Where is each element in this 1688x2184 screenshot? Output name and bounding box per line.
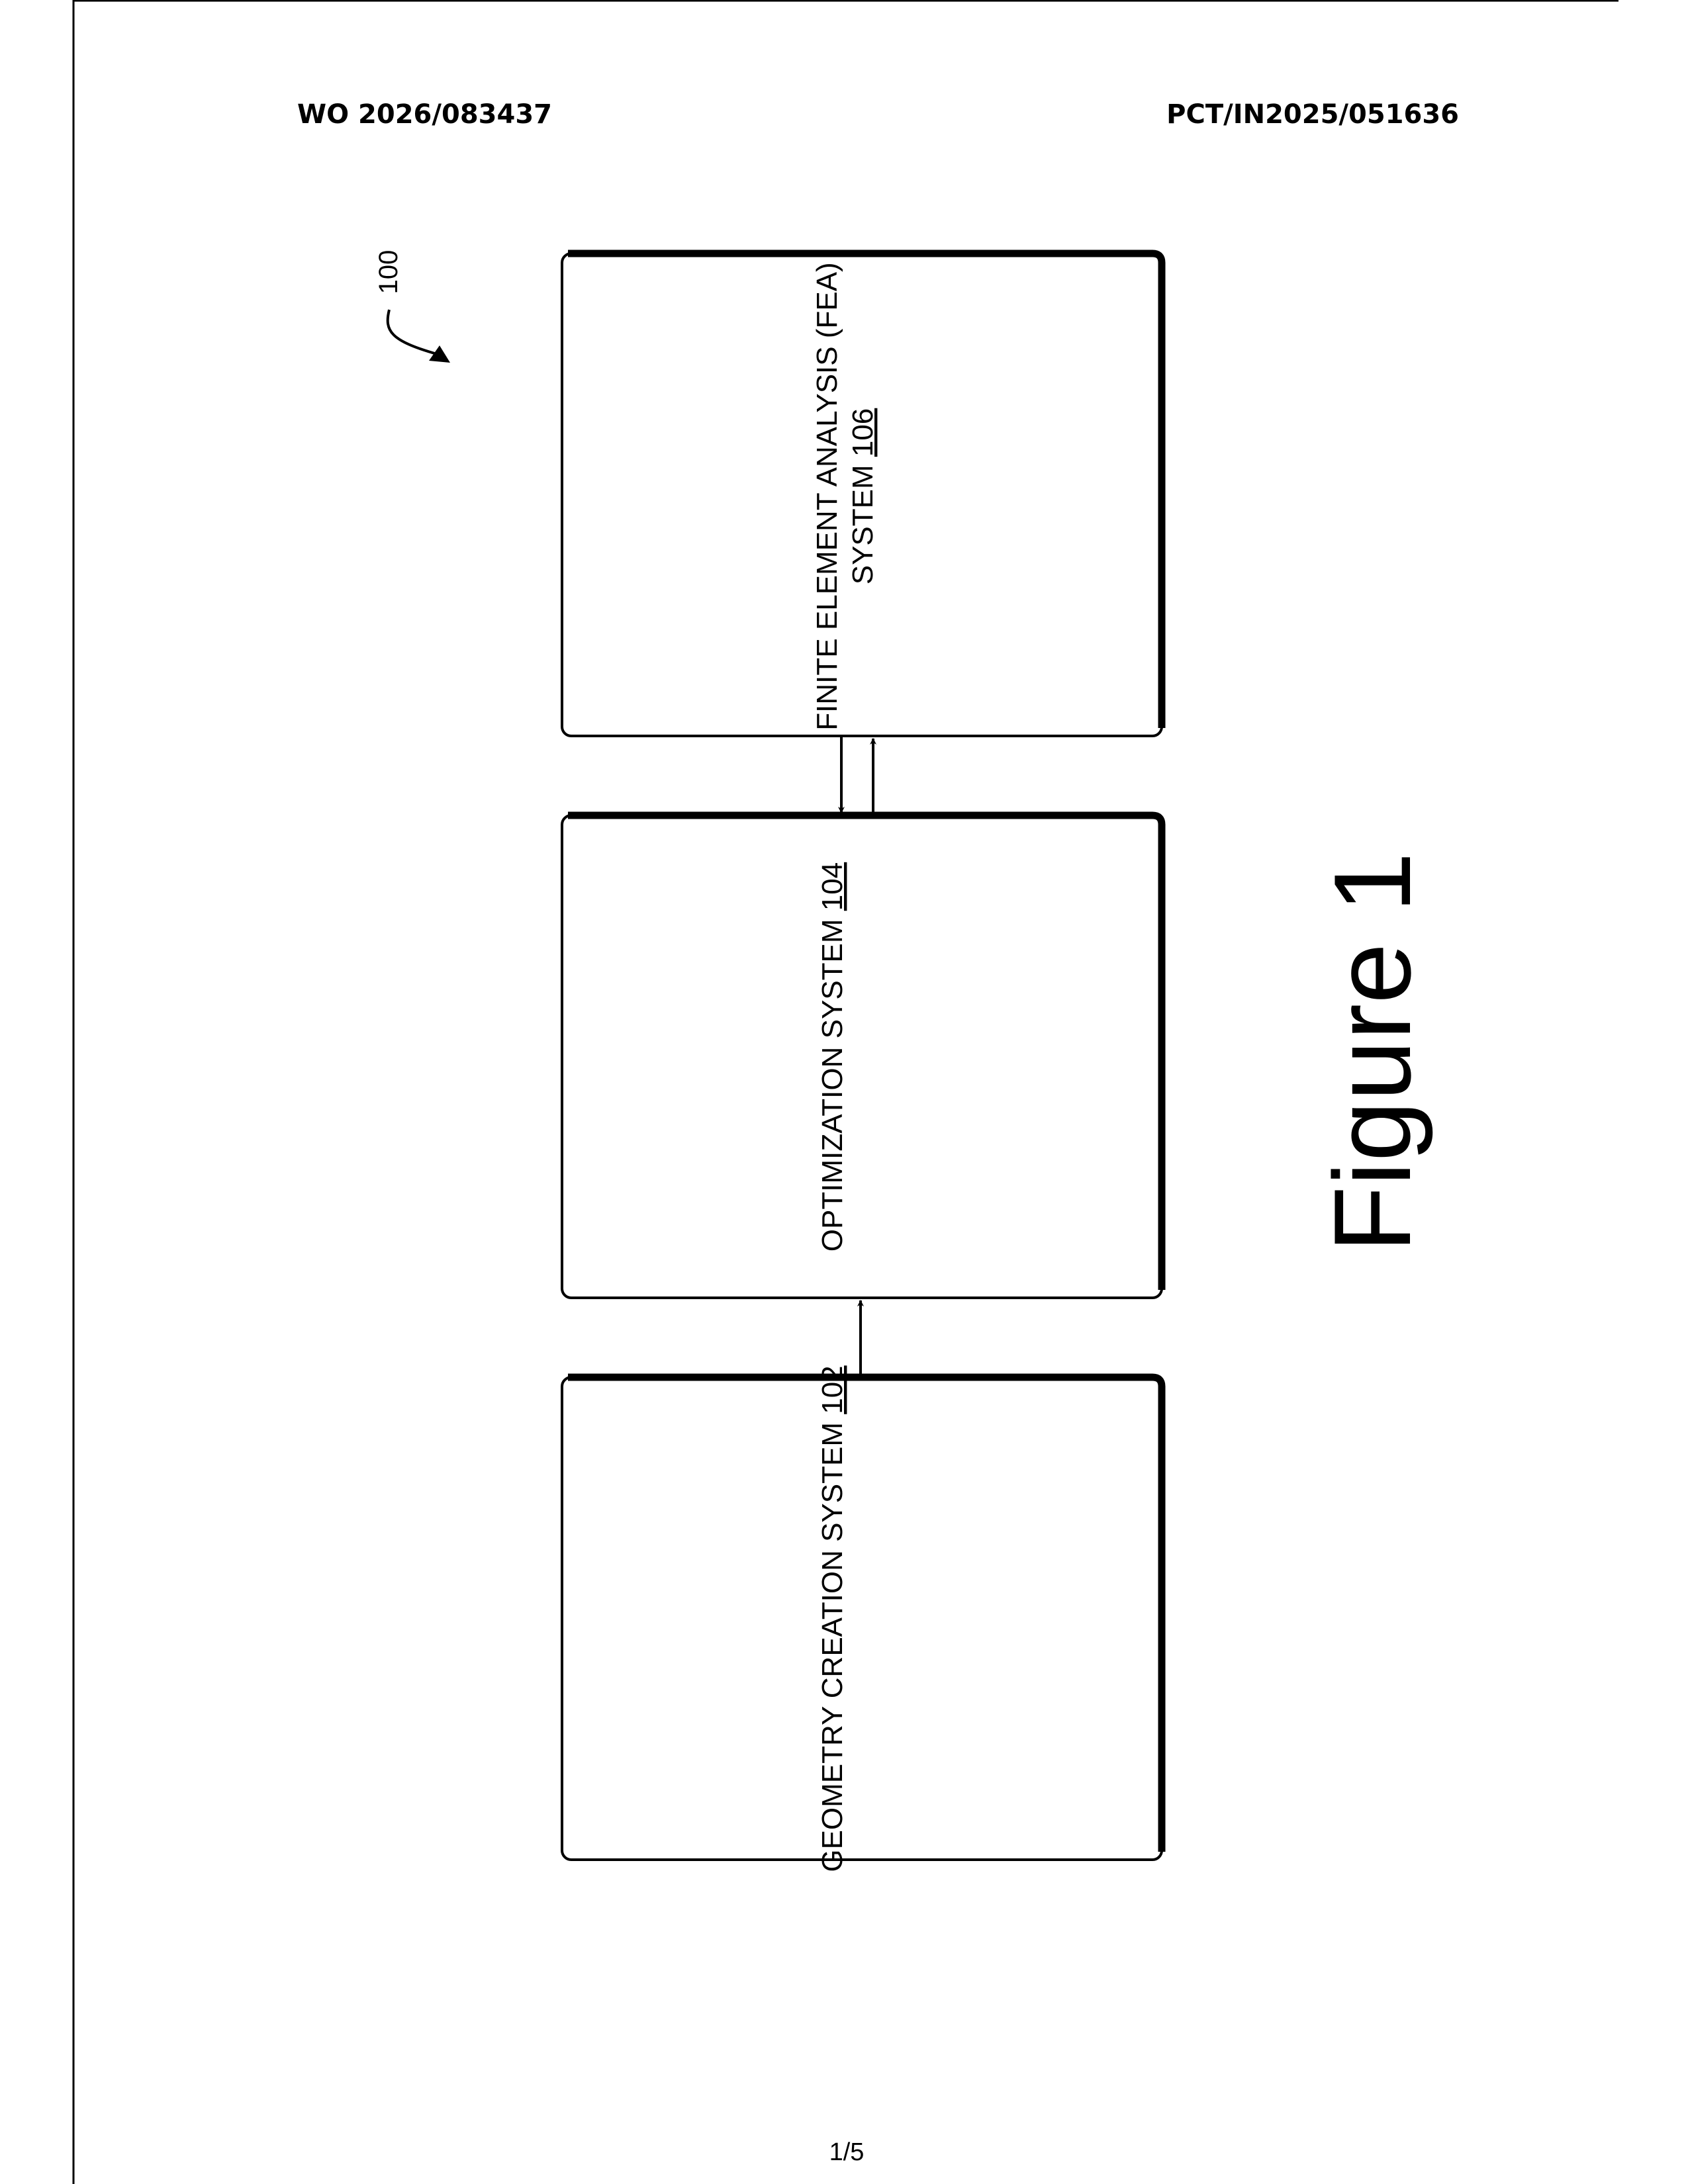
optimization-system-box: OPTIMIZATION SYSTEM 104 [562, 815, 1162, 1298]
fea-system-label-line2: SYSTEM 106 [847, 408, 879, 585]
geometry-creation-system-label: GEOMETRY CREATION SYSTEM 102 [816, 1365, 849, 1872]
geometry-creation-system-box: GEOMETRY CREATION SYSTEM 102 [562, 1365, 1162, 1872]
figure-label: Figure 1 [1311, 852, 1433, 1252]
reference-arrowhead-icon [429, 345, 450, 363]
reference-numeral-100: 100 [374, 250, 403, 295]
optimization-system-ref: 104 [816, 862, 849, 911]
fea-system-box: FINITE ELEMENT ANALYSIS (FEA) SYSTEM 106 [562, 253, 1162, 736]
optimization-system-label: OPTIMIZATION SYSTEM 104 [816, 862, 849, 1251]
reference-leader-arrow [388, 310, 437, 354]
fea-system-label-line1: FINITE ELEMENT ANALYSIS (FEA) [811, 262, 843, 730]
application-number: PCT/IN2025/051636 [1166, 99, 1459, 130]
publication-number: WO 2026/083437 [297, 99, 552, 130]
fea-system-ref: 106 [847, 408, 879, 457]
page-number: 1/5 [829, 2138, 865, 2166]
geometry-creation-system-ref: 102 [816, 1365, 849, 1414]
